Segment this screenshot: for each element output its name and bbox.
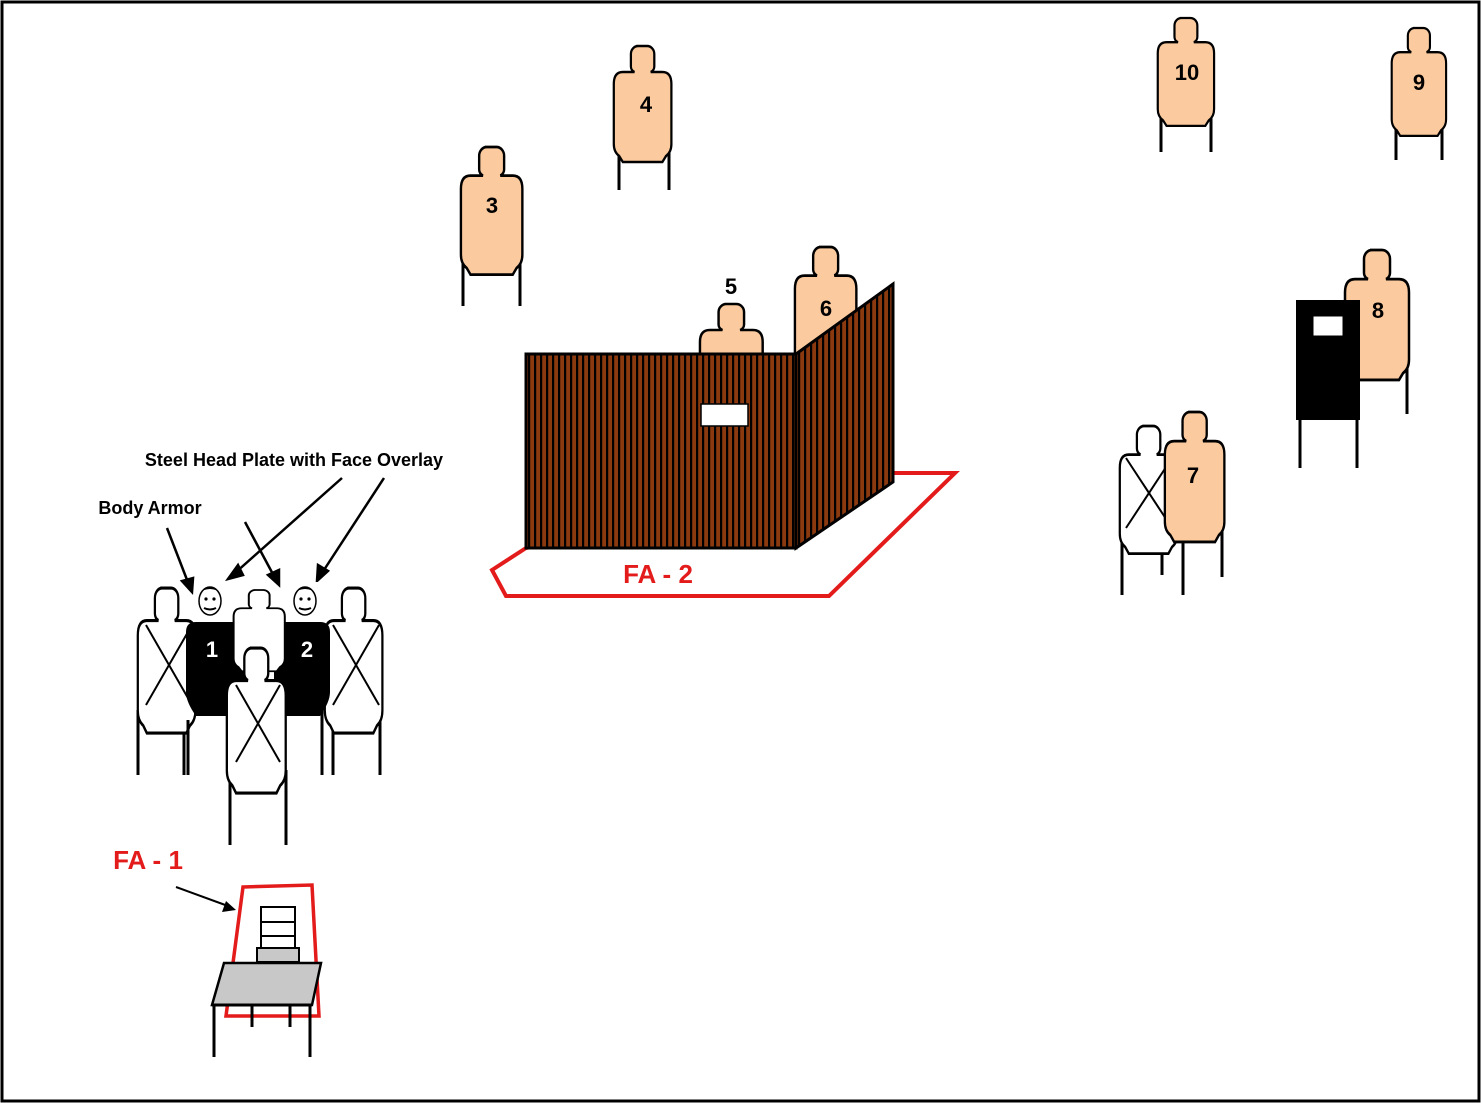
door-icon bbox=[1296, 300, 1360, 468]
barricade-port bbox=[700, 403, 749, 427]
target-3-label: 3 bbox=[486, 193, 498, 218]
body-armor-2 bbox=[274, 622, 330, 716]
shoot-target-2: 2 bbox=[274, 582, 330, 775]
shoot-target-9: 9 bbox=[1390, 26, 1448, 160]
shoot-target-10: 10 bbox=[1156, 16, 1216, 152]
target-1-label: 1 bbox=[206, 637, 218, 662]
annotation-arrows bbox=[165, 477, 386, 596]
shoot-target-7: 7 bbox=[1163, 410, 1226, 595]
shoot-target-5: 5 bbox=[698, 274, 764, 422]
fault-area-2-label: FA - 2 bbox=[623, 559, 693, 589]
shoot-target-8: 8 bbox=[1343, 248, 1411, 414]
target-9-label: 9 bbox=[1413, 70, 1425, 95]
head-plate-annotation: Steel Head Plate with Face Overlay bbox=[145, 450, 443, 470]
shoot-target-4: 4 bbox=[612, 44, 673, 190]
target-8-label: 8 bbox=[1372, 298, 1384, 323]
target-5-label: 5 bbox=[725, 274, 737, 299]
shoot-target-3: 3 bbox=[459, 145, 524, 306]
target-10-label: 10 bbox=[1175, 60, 1199, 85]
target-6-label: 6 bbox=[820, 296, 832, 321]
fault-area-1-label: FA - 1 bbox=[113, 845, 183, 875]
target-7-label: 7 bbox=[1187, 463, 1199, 488]
fa1-arrow bbox=[175, 886, 236, 912]
chair-icon bbox=[256, 906, 300, 963]
body-armor-annotation: Body Armor bbox=[98, 498, 201, 518]
shoot-target-6: 6 bbox=[793, 245, 858, 376]
target-4-label: 4 bbox=[640, 92, 653, 117]
barricade-wall bbox=[524, 281, 895, 551]
no-shoot-target-front bbox=[225, 646, 288, 845]
no-shoot-target-left bbox=[136, 586, 197, 775]
face-overlay-icon bbox=[196, 582, 224, 622]
table-icon bbox=[210, 961, 323, 1057]
target-2-label: 2 bbox=[301, 637, 313, 662]
face-overlay-icon bbox=[291, 582, 319, 622]
no-shoot-target-right bbox=[323, 586, 384, 775]
